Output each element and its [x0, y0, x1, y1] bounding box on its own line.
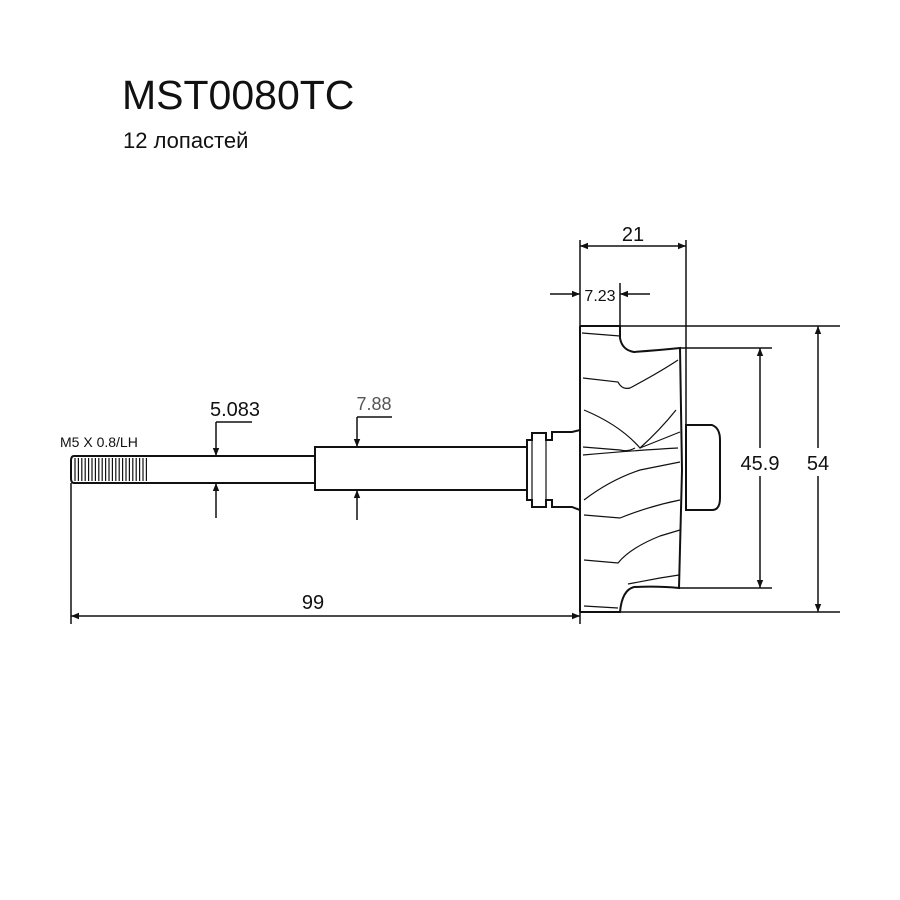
blade-count-subtitle: 12 лопастей: [123, 128, 249, 153]
dim-label-7-88: 7.88: [356, 394, 391, 414]
dim-label-7-23: 7.23: [584, 288, 615, 305]
shaft-collar: [526, 428, 581, 512]
shaft: [70, 428, 581, 512]
dimension-blade-offset: 7.23: [550, 283, 650, 326]
dim-label-21: 21: [622, 224, 644, 246]
dimension-wheel-diameter: 54: [580, 325, 840, 613]
wheel-nose: [685, 424, 721, 511]
shaft-journal: [314, 446, 528, 491]
dimension-shaft-large: 7.88: [353, 394, 392, 520]
dim-label-5-083: 5.083: [210, 399, 260, 421]
dimension-inducer-diameter: 45.9: [680, 347, 782, 589]
thread-spec-label: M5 X 0.8/LH: [60, 434, 138, 450]
dim-label-99: 99: [302, 592, 324, 614]
dim-label-54: 54: [807, 453, 829, 475]
compressor-wheel: [579, 325, 721, 613]
dimension-wheel-width: 21: [579, 224, 687, 425]
part-number-title: MST0080TC: [122, 72, 355, 118]
dim-label-45-9: 45.9: [741, 453, 780, 475]
thread-hatching: [74, 458, 147, 481]
dimension-overall-length: 99: [70, 483, 581, 624]
dimension-shaft-small: 5.083: [210, 399, 260, 518]
